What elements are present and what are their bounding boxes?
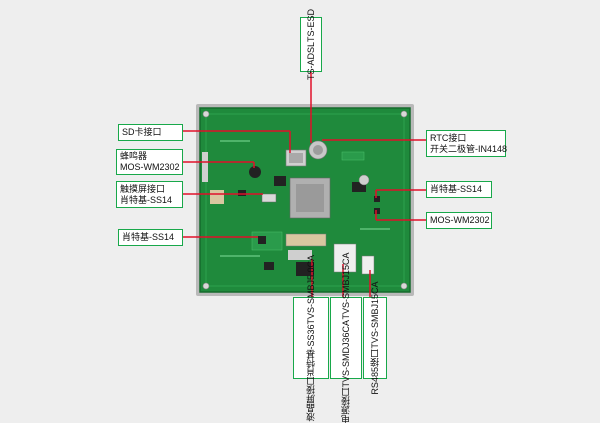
product-diagram: SD卡接口 蜂鸣器 MOS-WM2302 触摸屏接口 肖特基-SS14 肖特基-…: [116, 9, 508, 423]
label-touch-line2: 肖特基-SS14: [120, 194, 173, 205]
label-tvs-top: TS-ADSL TS-ESD: [300, 9, 322, 80]
label-schottky-left-text: 肖特基-SS14: [122, 232, 175, 242]
label-power-line2: TVS-SMDJ36CA: [341, 319, 351, 388]
label-rtc-line1: RTC接口: [430, 132, 467, 143]
rs485-connector: [361, 255, 375, 275]
label-buzzer-line1: 蜂鸣器: [120, 151, 148, 161]
label-mos-right: MOS-WM2302: [426, 212, 492, 229]
mounting-hole: [202, 110, 210, 118]
lcd-connector: [285, 233, 327, 247]
mounting-hole: [202, 282, 210, 290]
label-lcd-line2: 肖特基-SS36: [306, 324, 316, 377]
label-rs485: RS485接口 TVS-SMBJ15CA: [363, 282, 387, 394]
label-power: 电源接口 TVS-SMDJ36CA TVS-SMBJ15CA: [330, 253, 362, 423]
label-power-line3: TVS-SMBJ15CA: [341, 252, 351, 320]
power-connector: [333, 243, 357, 273]
label-tvs-top-line1: TS-ADSL: [306, 42, 316, 81]
label-sd-card: SD卡接口: [118, 124, 183, 141]
mounting-hole: [400, 282, 408, 290]
label-lcd-line1: 液晶屏接口: [306, 376, 316, 422]
label-touch-screen: 触摸屏接口 肖特基-SS14: [116, 181, 183, 208]
label-lcd: 液晶屏接口 肖特基-SS36 TVS-SMBJ5.0CA: [293, 255, 329, 421]
label-schottky-right: 肖特基-SS14: [426, 181, 492, 198]
label-lcd-line3: TVS-SMBJ5.0CA: [306, 254, 316, 325]
buzzer: [249, 166, 261, 178]
label-rs485-line2: TVS-SMBJ15CA: [370, 281, 380, 349]
label-schottky-left: 肖特基-SS14: [118, 229, 183, 246]
label-mos-right-text: MOS-WM2302: [430, 215, 490, 225]
mounting-hole: [400, 110, 408, 118]
label-rtc-line2: 开关二极管-IN4148: [430, 143, 508, 154]
label-buzzer: 蜂鸣器 MOS-WM2302: [116, 149, 183, 175]
label-power-line1: 电源接口: [341, 387, 351, 423]
label-touch-line1: 触摸屏接口: [120, 183, 166, 194]
label-rtc: RTC接口 开关二极管-IN4148: [426, 130, 508, 157]
pcb-board-illustration: [183, 72, 426, 297]
label-buzzer-line2: MOS-WM2302: [120, 162, 180, 172]
label-schottky-right-text: 肖特基-SS14: [430, 184, 483, 194]
label-rs485-line1: RS485接口: [370, 348, 380, 395]
label-sd-card-text: SD卡接口: [122, 127, 162, 137]
label-tvs-top-line2: TS-ESD: [306, 8, 316, 42]
